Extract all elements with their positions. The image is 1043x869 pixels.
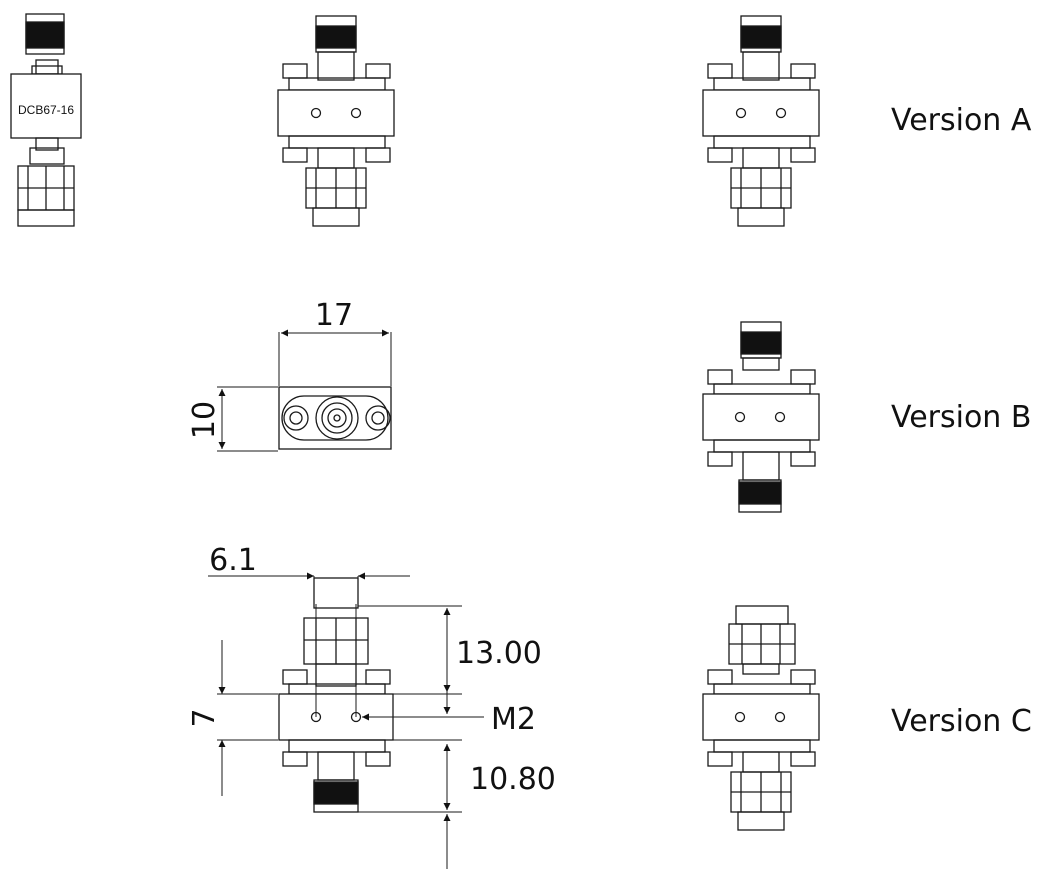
version-b-drawing	[702, 321, 820, 513]
body-block	[277, 89, 395, 137]
dim-17-lines	[278, 329, 392, 386]
dim-bottom-10-80: 10.80	[470, 762, 556, 797]
dim-6-1-lines	[208, 572, 410, 717]
version-c-label: Version C	[891, 704, 1032, 739]
dim-7-lines	[217, 640, 278, 796]
dim-width-17: 17	[315, 298, 353, 333]
version-a-drawing	[702, 15, 820, 227]
dim-height-10: 10	[187, 401, 222, 439]
dim-10-lines	[217, 386, 278, 452]
version-b-label: Version B	[891, 400, 1031, 435]
version-c-drawing	[702, 605, 820, 831]
dim-top-13: 13.00	[456, 636, 542, 671]
thread-top	[315, 25, 357, 49]
version-a-label: Version A	[891, 103, 1032, 138]
end-view	[278, 386, 392, 450]
side-view-component	[10, 13, 82, 227]
dim-connector-6-1: 6.1	[209, 543, 257, 578]
dim-length-lines	[358, 605, 484, 869]
version-b-thread-top	[740, 331, 782, 355]
side-body	[10, 73, 82, 139]
dimensioned-thread-bottom	[313, 781, 359, 805]
front-view-top	[277, 15, 395, 227]
front-view-dimensioned	[278, 577, 394, 813]
thread-top-side	[25, 21, 65, 49]
dim-thickness-7: 7	[187, 708, 222, 727]
dim-thread-m2: M2	[491, 702, 536, 737]
version-b-thread-bottom	[738, 481, 782, 505]
version-a-thread	[740, 25, 782, 49]
part-label: DCB67-16	[18, 103, 74, 117]
